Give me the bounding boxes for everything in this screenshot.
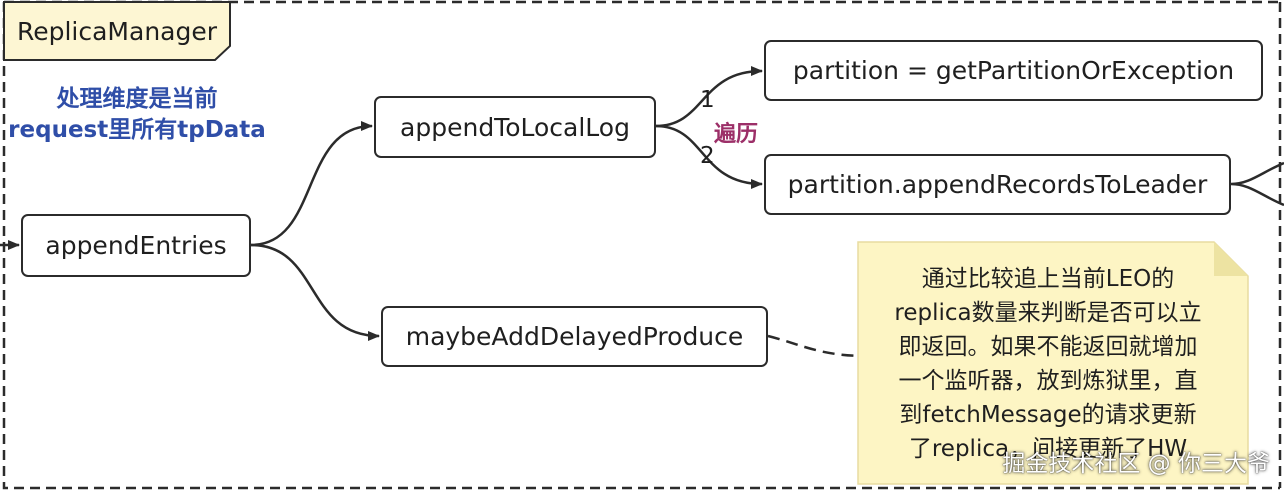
sticky-note-shape <box>857 241 1249 485</box>
sticky-line-1: 通过比较追上当前LEO的 <box>921 266 1175 292</box>
scope-note: 处理维度是当前 request里所有tpData <box>6 84 268 146</box>
edge-entries-to-locallog <box>250 121 373 247</box>
scope-note-line-2: request里所有tpData <box>8 117 266 143</box>
node-get-partition[interactable]: partition = getPartitionOrException <box>764 40 1263 101</box>
sticky-note-fold <box>1214 242 1248 276</box>
node-append-to-local-log[interactable]: appendToLocalLog <box>374 96 656 158</box>
sticky-line-2: replica数量来判断是否可以立 <box>894 300 1202 326</box>
sticky-line-4: 一个监听器，放到炼狱里，直 <box>898 368 1198 394</box>
sticky-line-5: 到fetchMessage的请求更新 <box>899 402 1197 428</box>
scope-note-line-1: 处理维度是当前 <box>56 86 218 112</box>
node-maybe-add-delayed-produce[interactable]: maybeAddDelayedProduce <box>381 306 768 367</box>
edge-locallog-to-getpartition <box>655 66 763 128</box>
loop-label: 遍历 <box>714 122 759 147</box>
sticky-note-text: 通过比较追上当前LEO的 replica数量来判断是否可以立 即返回。如果不能返… <box>868 262 1228 466</box>
branch-label-1: 1 <box>700 87 715 113</box>
edge-appendrecords-out <box>1230 161 1284 207</box>
boundary-title: ReplicaManager <box>16 16 218 46</box>
node-append-entries[interactable]: appendEntries <box>21 214 251 277</box>
edge-entries-to-delayed <box>250 243 380 341</box>
sticky-connector <box>767 334 867 358</box>
branch-label-2: 2 <box>700 143 715 169</box>
boundary-title-tab <box>3 1 231 61</box>
sticky-line-3: 即返回。如果不能返回就增加 <box>898 334 1198 360</box>
node-append-records-to-leader[interactable]: partition.appendRecordsToLeader <box>764 154 1231 215</box>
watermark: 掘金技术社区 @ 你三大爷 <box>1002 451 1270 477</box>
sticky-line-6: 了replica，间接更新了HW <box>908 436 1188 462</box>
edge-locallog-to-appendrecords <box>655 124 763 189</box>
